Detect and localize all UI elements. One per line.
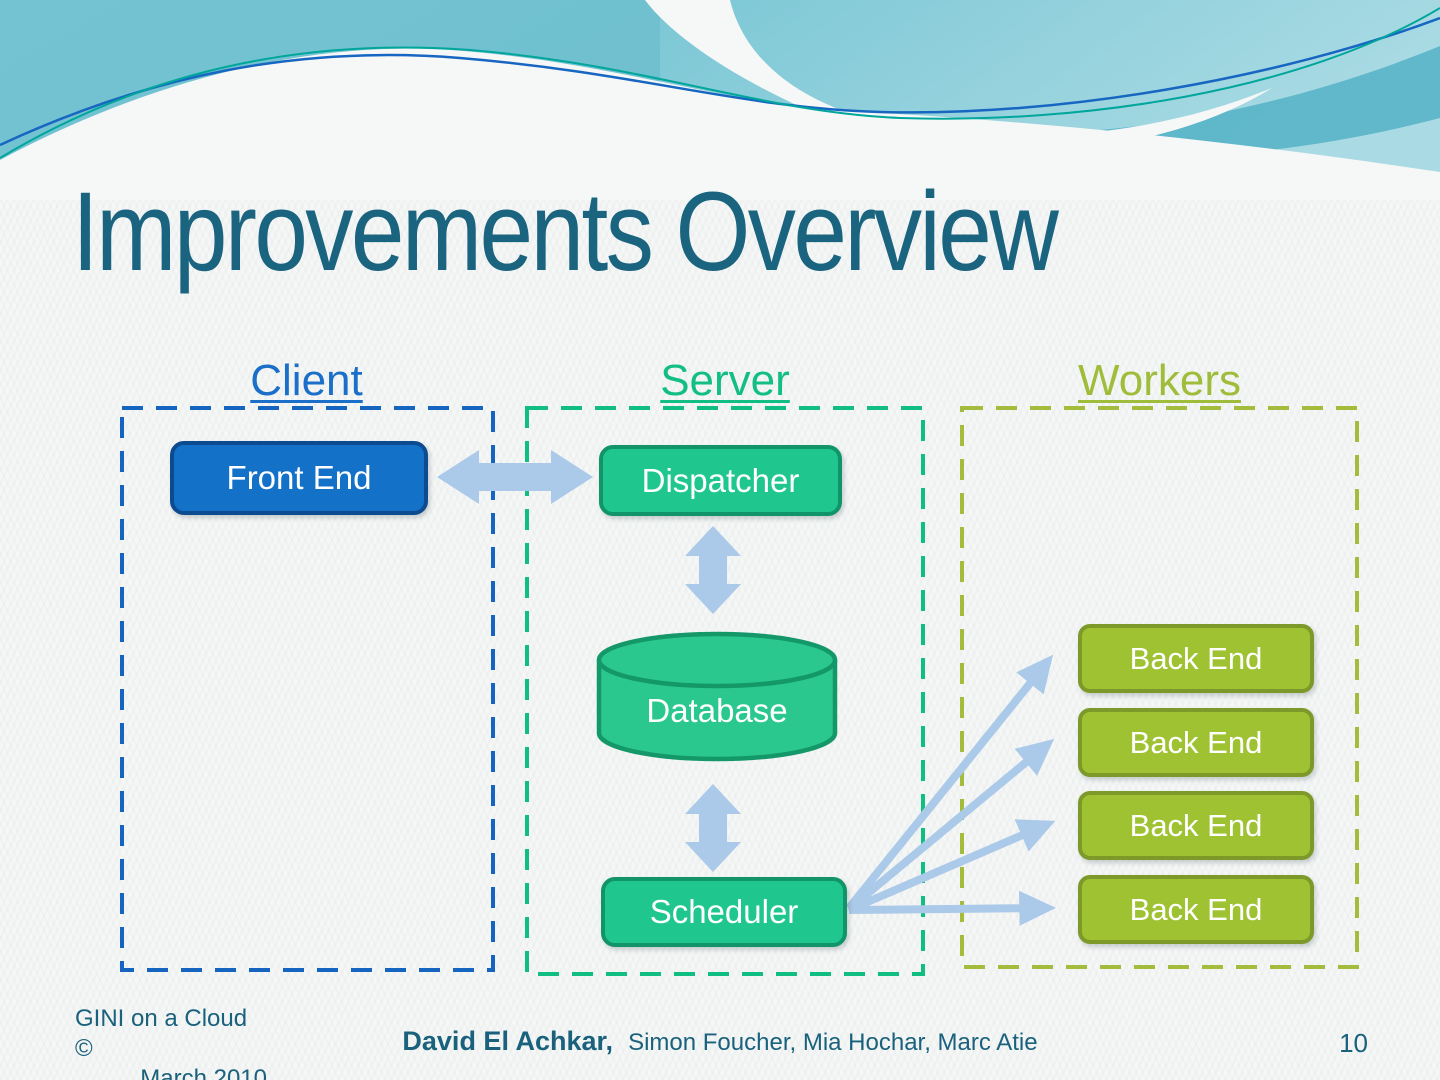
footer-date: March 2010 [140,1065,267,1080]
scheduler-backend4-arrow-icon [848,890,1056,926]
dispatcher-database-arrow-icon [685,526,741,614]
back-end-node: Back End [1078,791,1314,860]
scheduler-backend-arrows [845,654,1056,926]
database-scheduler-arrow-icon [685,784,741,872]
banner-dark-stripe [880,46,1440,159]
banner-white-crescent [645,0,1272,153]
client-group-label: Client [250,356,363,405]
footer-author-primary: David El Achkar, [402,1026,614,1056]
footer-authors: David El Achkar, Simon Foucher, Mia Hoch… [0,1026,1440,1057]
workers-group-label: Workers [1078,356,1241,405]
back-end-node: Back End [1078,624,1314,693]
banner-teal-line [0,7,1440,159]
decorative-wave-banner [0,0,1440,200]
back-end-node: Back End [1078,875,1314,944]
back-end-node: Back End [1078,708,1314,777]
dispatcher-node: Dispatcher [599,445,842,516]
banner-blue-line [0,16,1440,147]
page-title: Improvements Overview [72,169,1059,294]
server-group-label: Server [660,356,790,405]
footer-project-name: GINI on a Cloud © [75,1005,248,1062]
scheduler-node: Scheduler [601,877,847,947]
banner-white-bottom [0,48,1440,200]
footer-project-info: GINI on a Cloud © March 2010 [75,1004,267,1080]
frontend-dispatcher-arrow-icon [437,450,593,504]
front-end-node: Front End [170,441,428,515]
scheduler-backend1-arrow-icon [845,654,1054,911]
database-label: Database [646,692,788,729]
page-number: 10 [1339,1028,1368,1058]
scheduler-backend2-arrow-icon [846,738,1055,913]
scheduler-backend3-arrow-icon [847,819,1056,914]
footer-authors-secondary: Simon Foucher, Mia Hochar, Marc Atie [628,1029,1038,1056]
